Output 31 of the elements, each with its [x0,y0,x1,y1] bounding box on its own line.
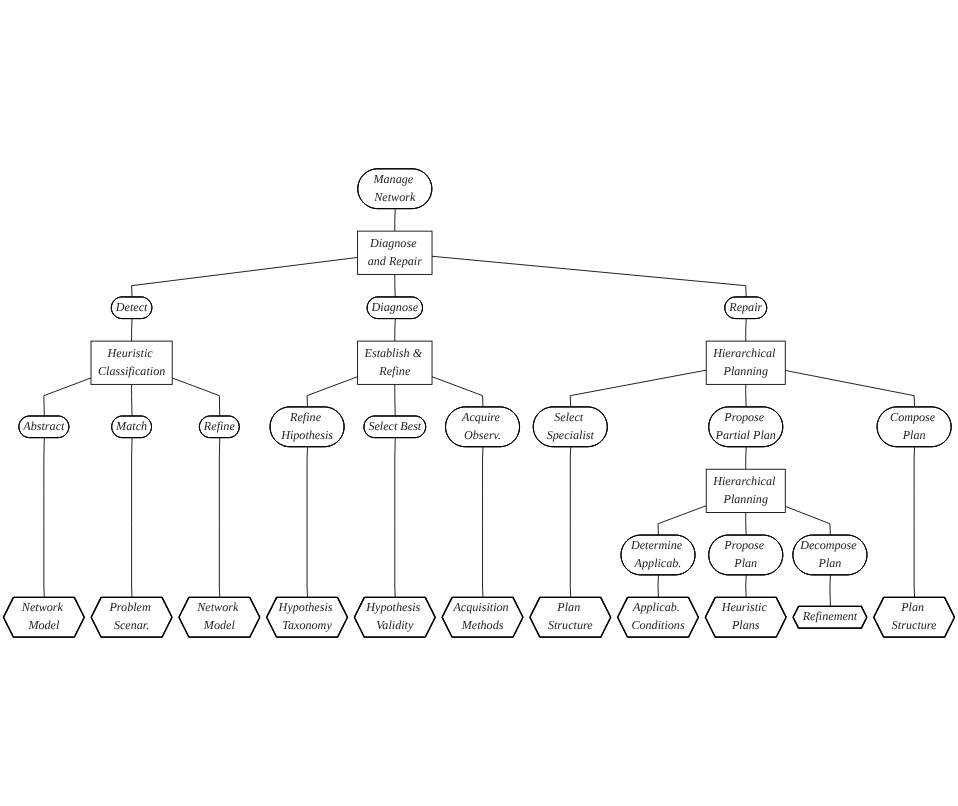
connector [131,257,358,298]
connector [569,369,707,408]
connector [394,208,396,232]
connector [784,505,831,536]
connector [394,437,396,599]
connector [745,318,747,342]
connector [306,446,308,599]
connector [131,437,133,599]
connector [218,437,221,599]
connector [394,274,396,298]
connector [913,446,915,599]
connector [745,446,747,470]
connector [657,505,707,536]
connector [745,512,747,536]
connector [482,446,484,599]
connector [829,574,831,608]
connector [394,318,396,342]
connector [171,377,221,417]
connector [394,383,396,417]
connector [657,574,659,599]
connector [745,574,747,599]
connector [306,376,358,408]
connector [784,370,915,408]
connector [431,255,747,298]
connector [43,377,92,417]
connector [745,383,747,408]
connector [131,383,133,417]
connector [131,318,133,342]
connector [431,376,484,408]
connector [43,437,45,599]
connector [569,446,572,599]
